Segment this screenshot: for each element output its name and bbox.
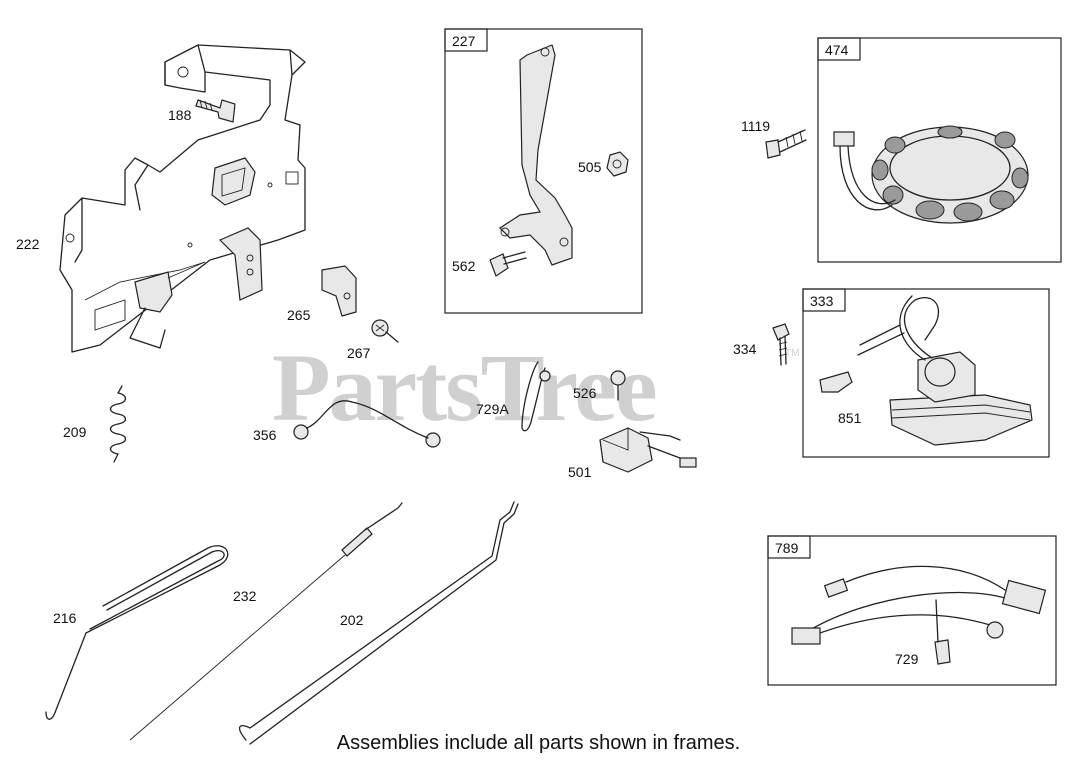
bolt-part-1119[interactable] bbox=[765, 129, 807, 159]
ground-wire-part-356[interactable] bbox=[293, 400, 441, 448]
bolt-part-188[interactable] bbox=[195, 99, 236, 123]
callout-729A: 729A bbox=[476, 401, 509, 417]
callout-265: 265 bbox=[287, 307, 311, 323]
spring-part-209[interactable] bbox=[109, 385, 127, 463]
frame-789-wire-harness[interactable]: 789 bbox=[767, 535, 1057, 686]
frame-label-227: 227 bbox=[452, 33, 476, 49]
watermark-trademark: TM bbox=[785, 348, 799, 359]
callout-1119: 1119 bbox=[741, 118, 770, 134]
callout-188: 188 bbox=[168, 107, 192, 123]
callout-232: 232 bbox=[233, 588, 257, 604]
control-bracket-part-222[interactable] bbox=[59, 44, 306, 353]
ignition-module-part-501[interactable] bbox=[599, 427, 697, 473]
frame-label-789: 789 bbox=[775, 540, 799, 556]
callout-526: 526 bbox=[573, 385, 597, 401]
clip-part-265[interactable] bbox=[321, 265, 357, 317]
frame-474-alternator[interactable]: 474 bbox=[817, 37, 1062, 263]
screw-part-334[interactable] bbox=[772, 323, 790, 366]
callout-334: 334 bbox=[733, 341, 757, 357]
throttle-cable-part-232[interactable] bbox=[129, 502, 403, 741]
callout-356: 356 bbox=[253, 427, 277, 443]
callout-202: 202 bbox=[340, 612, 364, 628]
lead-wire-part-729A[interactable] bbox=[521, 361, 551, 432]
callout-562: 562 bbox=[452, 258, 476, 274]
screw-part-526[interactable] bbox=[610, 370, 626, 401]
callout-216: 216 bbox=[53, 610, 77, 626]
callout-222: 222 bbox=[16, 236, 40, 252]
rod-part-216[interactable] bbox=[45, 545, 229, 720]
frame-label-474: 474 bbox=[825, 42, 849, 58]
frame-227-governor-lever[interactable]: 227 bbox=[444, 28, 643, 314]
screw-part-267[interactable] bbox=[371, 319, 399, 343]
rod-part-202[interactable] bbox=[239, 501, 519, 745]
callout-501: 501 bbox=[568, 464, 592, 480]
watermark: PartsTree bbox=[272, 334, 656, 441]
callout-267: 267 bbox=[347, 345, 371, 361]
callout-729: 729 bbox=[895, 651, 919, 667]
frame-333-ignition-armature[interactable]: 333 bbox=[802, 288, 1050, 458]
callout-505: 505 bbox=[578, 159, 602, 175]
footer-note: Assemblies include all parts shown in fr… bbox=[336, 732, 741, 754]
callout-209: 209 bbox=[63, 424, 87, 440]
frame-label-333: 333 bbox=[810, 293, 834, 309]
callout-851: 851 bbox=[838, 410, 862, 426]
